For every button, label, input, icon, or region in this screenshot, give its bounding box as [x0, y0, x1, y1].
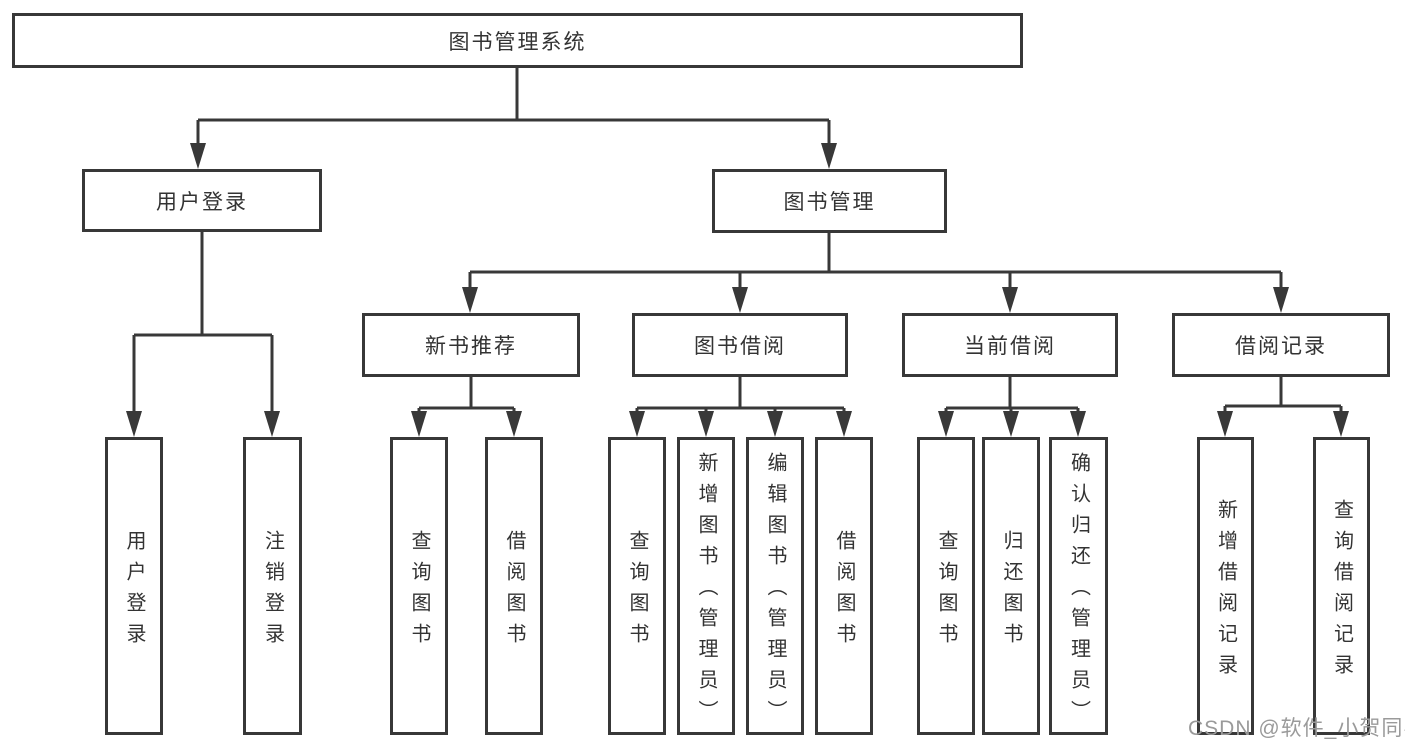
connector-book-mgmt-to-level3	[468, 233, 1283, 288]
arrowhead-icon	[1273, 287, 1289, 313]
node-current-borrow: 当前借阅	[902, 313, 1118, 377]
leaf-current-return-books: 归还图书	[982, 437, 1040, 735]
node-borrow-records: 借阅记录	[1172, 313, 1390, 377]
arrowhead-icon	[1070, 411, 1086, 437]
node-new-book-recommend-label: 新书推荐	[425, 335, 517, 358]
arrowhead-icon	[821, 143, 837, 169]
watermark: CSDN @软件_小贺同学	[1188, 717, 1405, 740]
leaf-borrow-borrow-books: 借阅图书	[815, 437, 873, 735]
leaf-current-query-books-label: 查询图书	[935, 529, 957, 654]
connector-root-to-level2	[196, 68, 831, 144]
arrowhead-icon	[462, 287, 478, 313]
node-current-borrow-label: 当前借阅	[964, 335, 1056, 358]
node-book-borrow-label: 图书借阅	[694, 335, 786, 358]
leaf-user-login-label: 用户登录	[123, 529, 145, 654]
leaf-current-query-books: 查询图书	[917, 437, 975, 735]
arrowhead-icon	[836, 411, 852, 437]
arrowhead-icon	[126, 411, 142, 437]
leaf-logout-label: 注销登录	[261, 529, 284, 654]
leaf-current-confirm-return-admin-label: 确认归还（管理员）	[1067, 452, 1090, 731]
node-user-login-label: 用户登录	[156, 190, 248, 214]
connector-current-borrow-to-leaves	[944, 377, 1080, 412]
arrowhead-icon	[190, 143, 206, 169]
leaf-borrow-query-books-label: 查询图书	[626, 529, 648, 654]
node-book-management: 图书管理	[712, 169, 947, 233]
node-root-label: 图书管理系统	[448, 30, 587, 54]
arrowhead-icon	[506, 411, 522, 437]
arrowhead-icon	[938, 411, 954, 437]
arrowheads	[126, 143, 1349, 437]
leaf-record-query-record-label: 查询借阅记录	[1330, 498, 1353, 685]
arrowhead-icon	[629, 411, 645, 437]
arrowhead-icon	[1217, 411, 1233, 437]
arrowhead-icon	[1333, 411, 1349, 437]
leaf-borrow-edit-books-admin: 编辑图书（管理员）	[746, 437, 804, 735]
connector-book-borrow-to-leaves	[635, 377, 846, 412]
arrowhead-icon	[411, 411, 427, 437]
arrowhead-icon	[1003, 411, 1019, 437]
leaf-newrec-query-books-label: 查询图书	[408, 529, 430, 654]
leaf-borrow-borrow-books-label: 借阅图书	[833, 529, 855, 654]
leaf-logout: 注销登录	[243, 437, 302, 735]
node-root: 图书管理系统	[12, 13, 1023, 68]
connector-user-login-to-leaves	[132, 232, 274, 412]
connector-new-book-to-leaves	[417, 377, 516, 412]
node-book-borrow: 图书借阅	[632, 313, 848, 377]
leaf-newrec-borrow-books: 借阅图书	[485, 437, 543, 735]
leaf-record-add-record-label: 新增借阅记录	[1214, 498, 1237, 685]
leaf-borrow-edit-books-admin-label: 编辑图书（管理员）	[764, 452, 786, 731]
leaf-newrec-borrow-books-label: 借阅图书	[503, 529, 525, 654]
node-book-management-label: 图书管理	[783, 191, 876, 214]
arrowhead-icon	[698, 411, 714, 437]
connector-borrow-record-to-leaves	[1223, 377, 1343, 412]
leaf-record-query-record: 查询借阅记录	[1313, 437, 1370, 735]
leaf-borrow-query-books: 查询图书	[608, 437, 666, 735]
node-user-login: 用户登录	[82, 169, 322, 232]
arrowhead-icon	[767, 411, 783, 437]
arrowhead-icon	[1002, 287, 1018, 313]
node-new-book-recommend: 新书推荐	[362, 313, 580, 377]
leaf-borrow-add-books-admin-label: 新增图书（管理员）	[695, 452, 717, 731]
leaf-borrow-add-books-admin: 新增图书（管理员）	[677, 437, 735, 735]
arrowhead-icon	[264, 411, 280, 437]
leaf-user-login: 用户登录	[105, 437, 163, 735]
leaf-record-add-record: 新增借阅记录	[1197, 437, 1254, 735]
leaf-current-return-books-label: 归还图书	[1000, 529, 1022, 654]
leaf-current-confirm-return-admin: 确认归还（管理员）	[1049, 437, 1108, 735]
leaf-newrec-query-books: 查询图书	[390, 437, 448, 735]
arrowhead-icon	[732, 287, 748, 313]
node-borrow-records-label: 借阅记录	[1235, 335, 1327, 358]
